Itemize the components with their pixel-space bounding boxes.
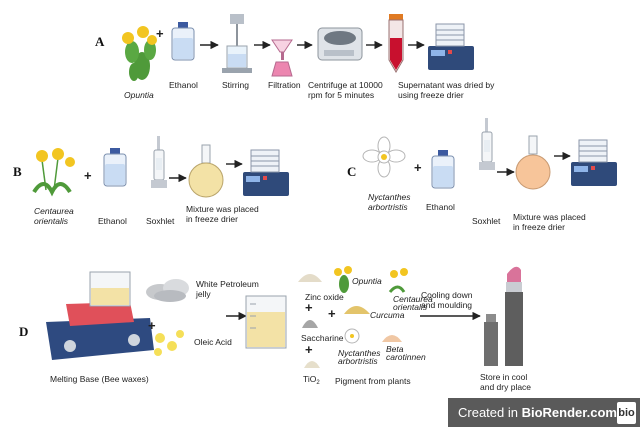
cooling-label-2: and moulding [421, 300, 472, 310]
tio2-powder-icon [304, 361, 320, 368]
ethanol-label-a: Ethanol [169, 80, 198, 90]
centrifuge-label-2: rpm for 5 minutes [308, 90, 374, 100]
nyctanthes-flower-icon [362, 136, 406, 178]
plus-sign: + [328, 306, 336, 321]
curcuma-powder-icon [344, 306, 370, 314]
round-flask-icon [515, 135, 551, 190]
zinc-oxide-label: Zinc oxide [305, 292, 344, 302]
biorender-credit: Created in BioRender.com [458, 405, 617, 420]
plus-sign: + [156, 26, 164, 41]
cooling-label-1: Cooling down [421, 290, 473, 300]
opuntia-cactus-small-icon [334, 266, 352, 293]
nyctanthes-pigment-label-1: Nyctanthes [338, 348, 381, 358]
freeze-drier-icon [570, 139, 618, 187]
filtration-label: Filtration [268, 80, 301, 90]
centaurea-small-icon [388, 268, 408, 293]
petroleum-jelly-label-1: White Petroleum [196, 279, 259, 289]
centrifuge-icon [317, 27, 363, 61]
store-label-1: Store in cool [480, 372, 527, 382]
soxhlet-label-c: Soxhlet [472, 216, 501, 226]
ethanol-bottle-icon [103, 147, 127, 187]
nyctanthes-small-icon [344, 328, 360, 344]
mixture-label-c-2: in freeze drier [513, 222, 565, 232]
opuntia-pigment-label: Opuntia [352, 276, 382, 286]
panel-c: C + Nyctanthes arbortristis Ethanol Soxh… [347, 117, 618, 232]
biorender-logo-icon: bio [616, 401, 636, 424]
nyctanthes-label-1: Nyctanthes [368, 192, 411, 202]
ethanol-label-c: Ethanol [426, 202, 455, 212]
ethanol-bottle-icon [171, 21, 195, 61]
freeze-drier-icon [242, 149, 290, 197]
tio2-label: TiO2 [303, 374, 320, 386]
store-label-2: and dry place [480, 382, 531, 392]
mixture-label-b-1: Mixture was placed [186, 204, 259, 214]
soxhlet-label-b: Soxhlet [146, 216, 175, 226]
oleic-acid-label: Oleic Acid [194, 337, 232, 347]
plus-sign: + [84, 168, 92, 183]
centaurea-flower-icon [32, 148, 75, 197]
panel-b: B + Centaurea orientalis Ethanol Soxhlet… [13, 135, 290, 226]
oleic-acid-droplets-icon [154, 330, 184, 356]
centaurea-label-2: orientalis [34, 216, 69, 226]
centaurea-pigment-label-1: Centaurea [393, 294, 433, 304]
plus-sign: + [305, 342, 313, 357]
filtration-funnel-icon [271, 39, 293, 77]
curcuma-pigment-label: Curcuma [370, 310, 405, 320]
melting-base-label: Melting Base (Bee waxes) [50, 374, 149, 384]
beta-carotene-powder-icon [382, 335, 402, 342]
saccharine-powder-icon [302, 320, 318, 328]
centaurea-pigment-label-2: orientalis [393, 302, 428, 312]
beta-carotene-label-1: Beta [386, 344, 404, 354]
freeze-drier-icon [427, 23, 475, 71]
plus-sign: + [414, 160, 422, 175]
opuntia-cactus-icon [122, 26, 157, 81]
ethanol-bottle-icon [431, 149, 455, 189]
plus-sign: + [305, 300, 313, 315]
nyctanthes-label-2: arbortristis [368, 202, 408, 212]
pigment-from-plants-label: Pigment from plants [335, 376, 411, 386]
zinc-oxide-powder-icon [298, 274, 322, 282]
petroleum-jelly-icon [146, 279, 189, 302]
soxhlet-icon [150, 135, 168, 189]
stirrer-icon [222, 14, 252, 73]
stirring-label: Stirring [222, 80, 249, 90]
panel-a: A + Opuntia Ethanol Stirring [95, 14, 495, 100]
centrifuge-label-1: Centrifuge at 10000 [308, 80, 383, 90]
centaurea-label-1: Centaurea [34, 206, 74, 216]
opuntia-label: Opuntia [124, 90, 154, 100]
supernatant-label-2: using freeze drier [398, 90, 464, 100]
saccharine-label: Saccharine [301, 333, 344, 343]
beta-carotene-label-2: carotinnen [386, 352, 426, 362]
mixture-label-b-2: in freeze drier [186, 214, 238, 224]
panel-a-letter: A [95, 34, 105, 49]
ethanol-label-b: Ethanol [98, 216, 127, 226]
panel-d-letter: D [19, 324, 28, 339]
plus-sign: + [148, 318, 156, 333]
petroleum-jelly-label-2: jelly [195, 289, 211, 299]
biorender-badge[interactable]: Created in BioRender.com bio [448, 398, 640, 427]
melting-base-hotplate-icon [46, 271, 154, 360]
lipstick-icon [484, 266, 523, 366]
panel-c-letter: C [347, 164, 356, 179]
mixture-label-c-1: Mixture was placed [513, 212, 586, 222]
panel-b-letter: B [13, 164, 22, 179]
supernatant-tube-icon [388, 14, 404, 73]
round-flask-icon [188, 144, 224, 198]
supernatant-label-1: Supernatant was dried by [398, 80, 495, 90]
panel-d: D Melting Base (Bee waxes) + White Petro… [19, 266, 531, 392]
mixing-beaker-icon [245, 295, 287, 349]
nyctanthes-pigment-label-2: arbortristis [338, 356, 378, 366]
soxhlet-icon [478, 117, 496, 171]
